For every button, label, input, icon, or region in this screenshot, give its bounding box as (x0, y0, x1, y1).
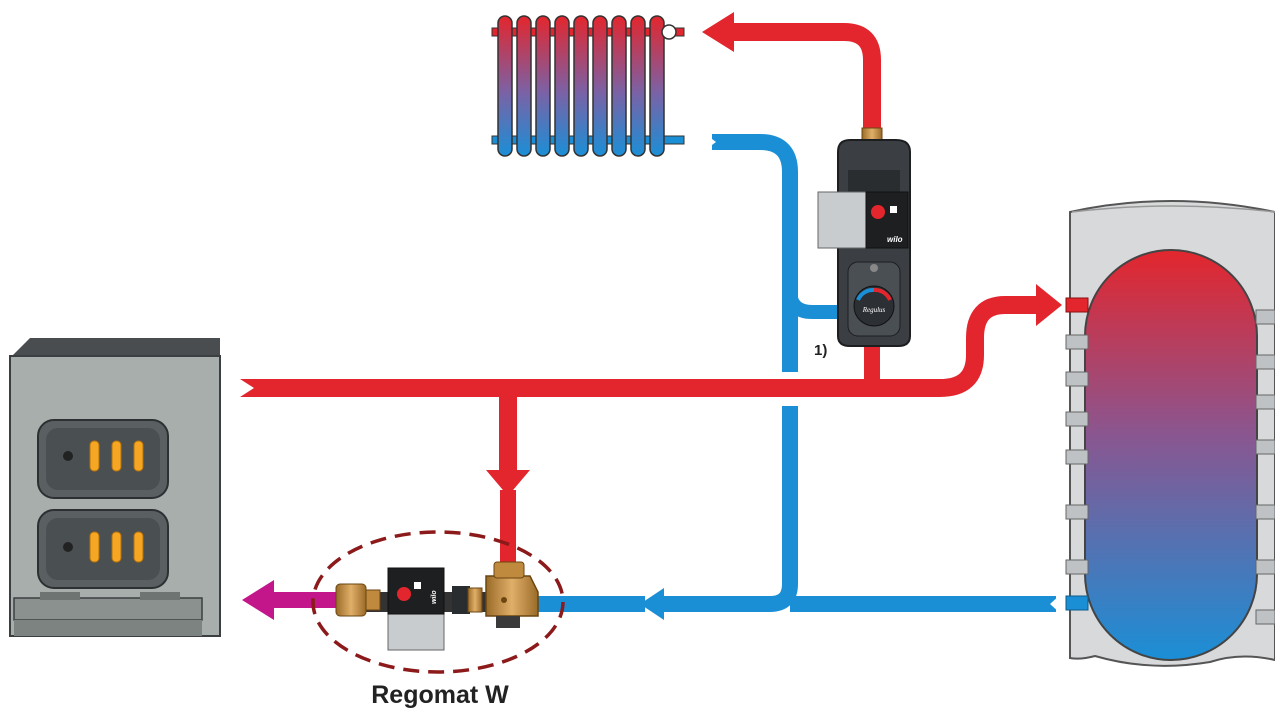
pump-brand-text: wilo (887, 235, 903, 244)
arrow-tank-inlet (1036, 284, 1062, 326)
arrow-to-boiler (242, 580, 274, 620)
regomat-unit: wilo (311, 530, 565, 674)
boiler-door-upper (37, 419, 169, 499)
circulation-pump-icon: wilo (387, 567, 445, 615)
pump-bypass-pipe (783, 289, 862, 319)
radiator-return-tail (704, 133, 716, 151)
mixing-valve-icon (485, 561, 539, 628)
pump-group-upper: wilo Regulus (817, 127, 911, 347)
boiler-flow-main (240, 296, 1040, 397)
pipe-network (240, 23, 1056, 612)
mixing-valve-icon: Regulus (853, 285, 895, 327)
radiator-flow-pipe (730, 23, 881, 148)
boiler-flow-tail (240, 379, 254, 397)
valve-brand-text: Regulus (862, 306, 886, 314)
flow-arrows (240, 12, 1062, 620)
unit-name-label: Regomat W (371, 681, 509, 709)
boiler-icon (9, 338, 221, 637)
pump-brand-text-lower: wilo (431, 590, 438, 604)
note-marker: 1) (814, 342, 827, 359)
boiler-door-lower (37, 509, 169, 589)
storage-tank-icon (1065, 200, 1275, 667)
radiator-icon (491, 15, 685, 157)
circulation-pump-icon: wilo (817, 191, 909, 249)
radiator-return-pipe (712, 134, 798, 372)
cold-return-main (655, 406, 798, 612)
arrow-return-left (640, 588, 664, 620)
arrow-radiator-flow (702, 12, 734, 52)
tank-outlet-tail (1050, 595, 1060, 613)
arrow-bypass-down (486, 470, 530, 496)
highlight-ring (311, 530, 565, 674)
